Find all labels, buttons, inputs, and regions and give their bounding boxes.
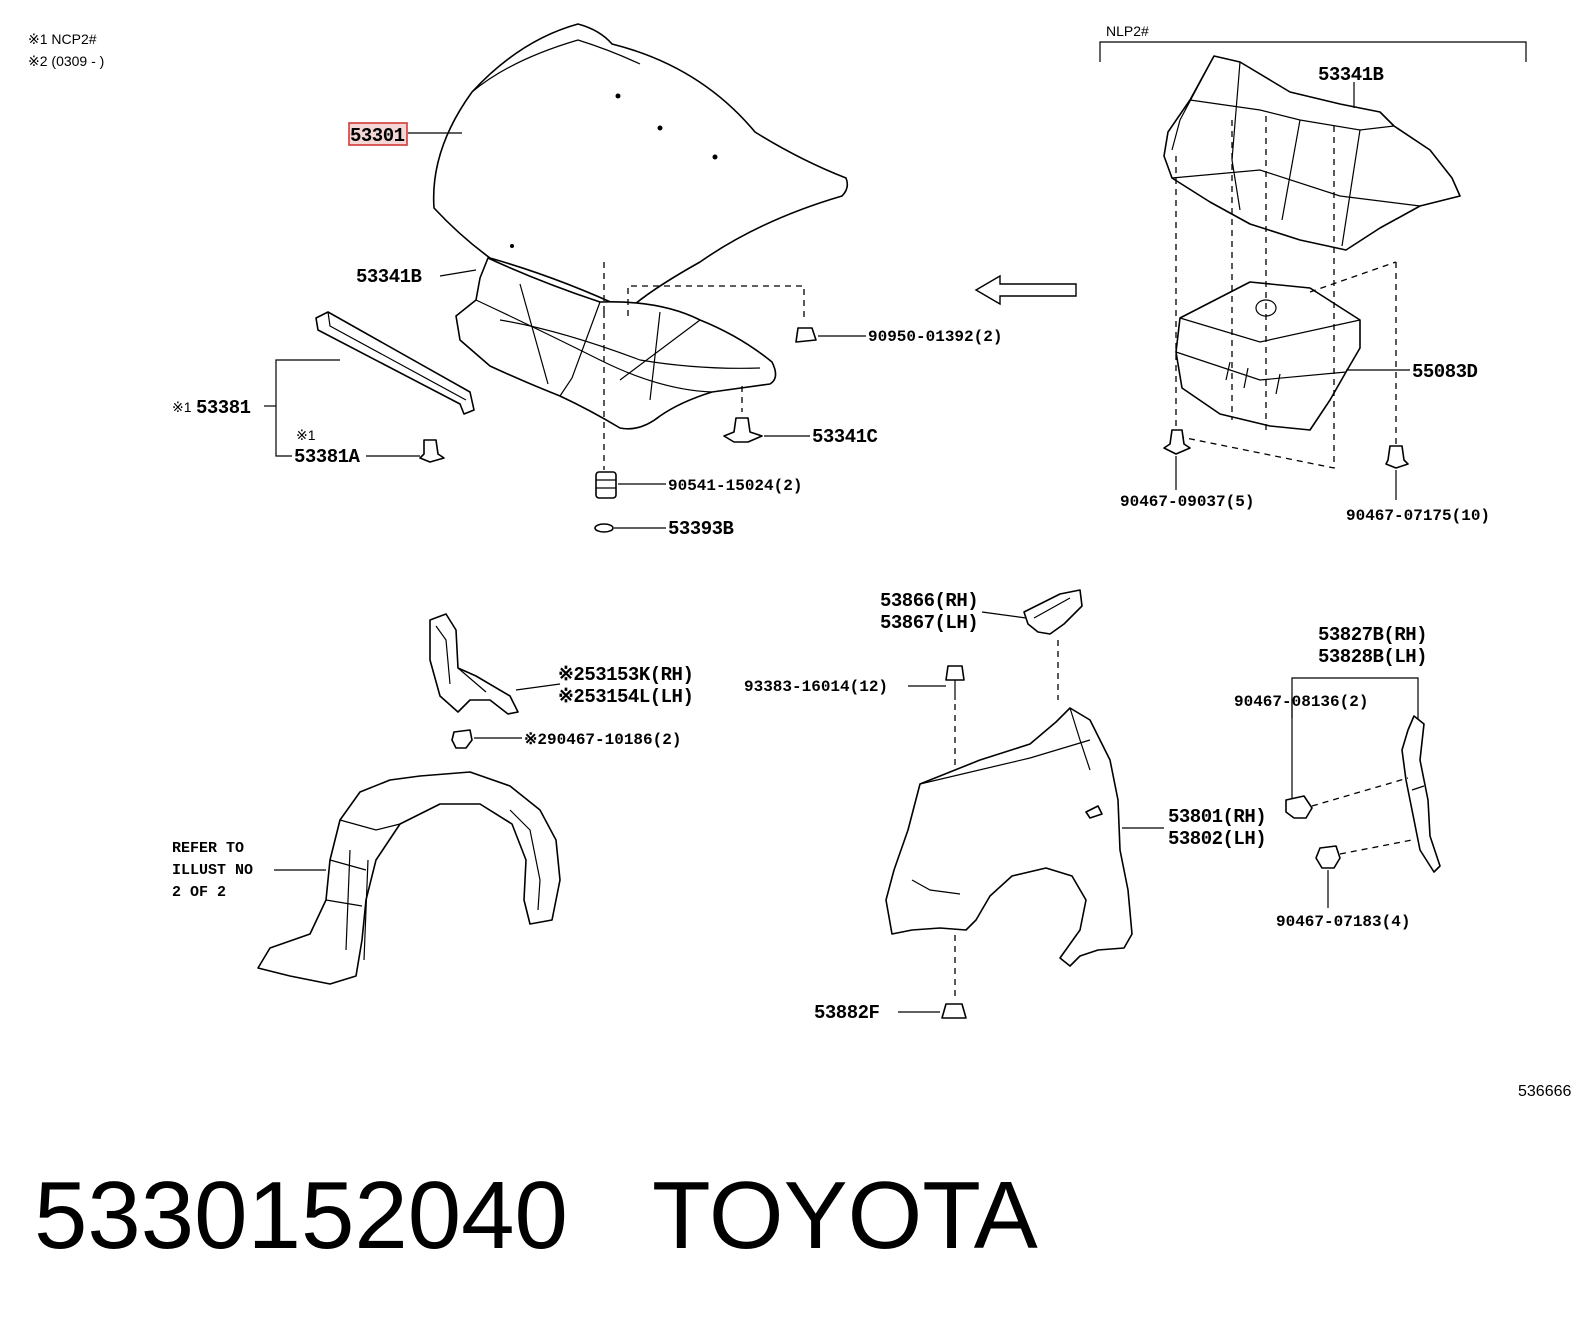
highlight-box: [348, 122, 408, 146]
bolt-part[interactable]: [945, 665, 965, 700]
retainer-clip-part[interactable]: [419, 439, 445, 463]
label-clip-07175[interactable]: 90467-07175(10): [1346, 507, 1490, 525]
bracket-part[interactable]: [429, 613, 519, 715]
clip-08136-part[interactable]: [1285, 795, 1313, 819]
clip-07175-part[interactable]: [1385, 445, 1409, 469]
label-hood-insulator[interactable]: 53341B: [356, 266, 422, 288]
label-cushion[interactable]: 90541-15024(2): [668, 477, 802, 495]
label-bracket-rh[interactable]: ※253153K(RH): [558, 664, 694, 686]
cushion-part[interactable]: [595, 471, 617, 499]
nlp-insulator-part[interactable]: [1163, 55, 1461, 251]
seal-53381-part[interactable]: [315, 311, 475, 415]
image-id: 536666: [1518, 1083, 1571, 1100]
label-bracket-lh[interactable]: ※253154L(LH): [558, 686, 694, 708]
label-nlp-insulator[interactable]: 53341B: [1318, 64, 1384, 86]
label-fender-rh[interactable]: 53801(RH): [1168, 806, 1267, 828]
label-fender-ext-lh[interactable]: 53867(LH): [880, 612, 979, 634]
label-bolt-93383[interactable]: 93383-16014(12): [744, 678, 888, 696]
refer-line-1: REFER TO: [172, 840, 244, 857]
seal-part[interactable]: [1401, 715, 1441, 873]
label-ring-53393b[interactable]: 53393B: [668, 518, 734, 540]
footer-brand: TOYOTA: [652, 1162, 1038, 1269]
label-clip-08136[interactable]: 90467-08136(2): [1234, 693, 1368, 711]
ring-part[interactable]: [594, 523, 614, 533]
label-seal-lh[interactable]: 53828B(LH): [1318, 646, 1428, 668]
note-ncp2: ※1 NCP2#: [28, 31, 97, 47]
refer-line-3: 2 OF 2: [172, 884, 226, 901]
clip-10186-part[interactable]: [451, 729, 473, 749]
label-fender-ext-rh[interactable]: 53866(RH): [880, 590, 979, 612]
clip-07183-part[interactable]: [1315, 845, 1341, 869]
label-clip-53341c[interactable]: 53341C: [812, 426, 878, 448]
label-clip-10186[interactable]: ※290467-10186(2): [524, 731, 681, 749]
label-seal-rh[interactable]: 53827B(RH): [1318, 624, 1428, 646]
hood-part[interactable]: [432, 23, 849, 311]
label-under-cover[interactable]: 55083D: [1412, 361, 1478, 383]
label-seal-mark: ※1: [172, 399, 192, 415]
label-clip-screw[interactable]: 90950-01392(2): [868, 328, 1002, 346]
clip-53341c-part[interactable]: [723, 417, 763, 443]
fender-part[interactable]: [885, 707, 1133, 967]
label-nut-53882f[interactable]: 53882F: [814, 1002, 880, 1024]
footer-part-number: 5330152040: [34, 1162, 568, 1269]
label-clip-07183[interactable]: 90467-07183(4): [1276, 913, 1410, 931]
under-cover-part[interactable]: [1175, 281, 1361, 431]
label-retainer-mark: ※1: [296, 427, 316, 443]
refer-line-2: ILLUST NO: [172, 862, 253, 879]
fender-ext-part[interactable]: [1023, 589, 1083, 635]
label-seal-53381[interactable]: 53381: [196, 397, 251, 419]
clip-09037-part[interactable]: [1163, 429, 1191, 455]
nut-part[interactable]: [941, 1003, 967, 1019]
label-nlp2: NLP2#: [1106, 23, 1149, 39]
label-fender-lh[interactable]: 53802(LH): [1168, 828, 1267, 850]
direction-arrow: [974, 274, 1077, 306]
hood-insulator-part[interactable]: [455, 257, 777, 430]
note-date-range: ※2 (0309 - ): [28, 53, 104, 69]
fender-liner-part[interactable]: [257, 771, 561, 985]
label-hood[interactable]: 53301: [350, 125, 405, 147]
label-clip-09037[interactable]: 90467-09037(5): [1120, 493, 1254, 511]
clip-screw-part[interactable]: [795, 327, 817, 343]
label-retainer-53381a[interactable]: 53381A: [294, 446, 361, 468]
